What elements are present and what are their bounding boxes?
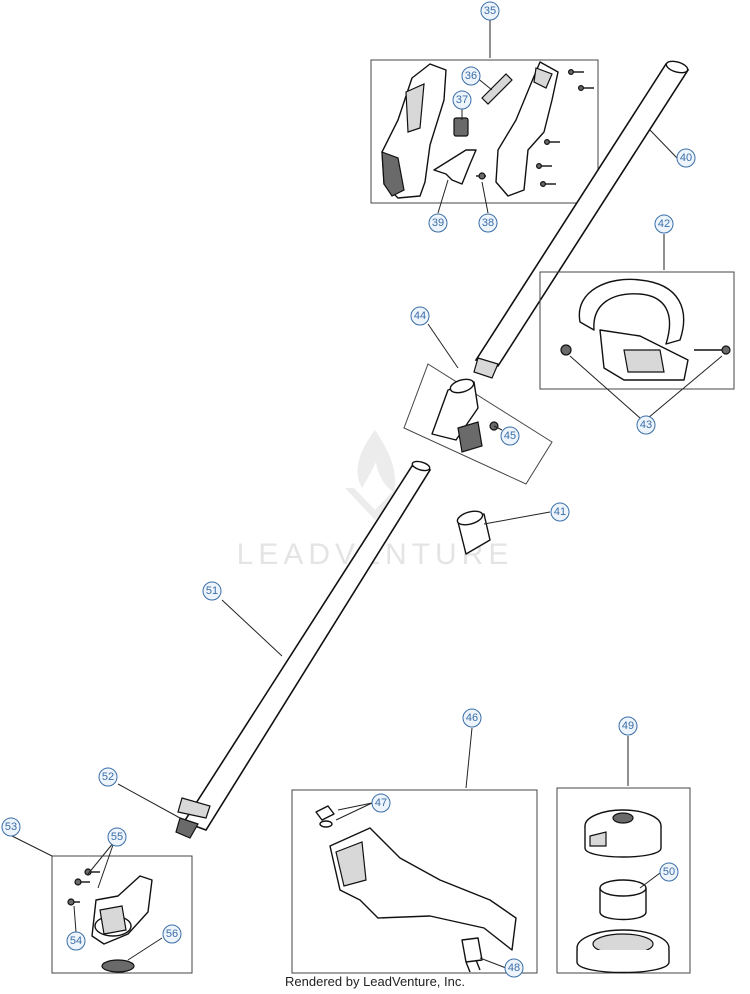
lower-shaft [175, 460, 432, 839]
coupler-box [403, 363, 553, 485]
callout-51-label: 51 [206, 585, 218, 597]
callout-56-label: 56 [166, 928, 178, 940]
callout-47-label: 47 [375, 797, 387, 809]
callout-46-label: 46 [466, 712, 478, 724]
callout-55[interactable]: 55 [107, 827, 127, 847]
callout-36-label: 36 [465, 70, 477, 82]
callout-55-label: 55 [111, 831, 123, 843]
callout-54-label: 54 [70, 935, 82, 947]
callout-51[interactable]: 51 [202, 581, 222, 601]
callout-42[interactable]: 42 [654, 214, 674, 234]
coupler-parts [431, 378, 499, 453]
callout-45[interactable]: 45 [500, 426, 520, 446]
callout-37[interactable]: 37 [452, 90, 472, 110]
callout-36[interactable]: 36 [461, 66, 481, 86]
loop-handle-box [539, 271, 735, 390]
callout-43-label: 43 [640, 419, 652, 431]
callout-38[interactable]: 38 [478, 213, 498, 233]
callout-50-label: 50 [663, 866, 675, 878]
callout-48-label: 48 [508, 962, 520, 974]
upper-shaft [473, 60, 690, 379]
clamp-collar [456, 510, 491, 555]
callout-47[interactable]: 47 [371, 793, 391, 813]
handle-assembly-box [370, 59, 599, 204]
callout-35[interactable]: 35 [480, 1, 500, 21]
gearhead-box [51, 855, 193, 974]
callout-38-label: 38 [482, 217, 494, 229]
leader-lines [11, 20, 723, 969]
callout-49-label: 49 [622, 720, 634, 732]
footer-credit: Rendered by LeadVenture, Inc. [285, 974, 465, 989]
callout-52[interactable]: 52 [98, 767, 118, 787]
watermark-logo [345, 430, 405, 520]
callout-41-label: 41 [554, 506, 566, 518]
callout-52-label: 52 [102, 771, 114, 783]
callout-53-label: 53 [5, 821, 17, 833]
callout-40[interactable]: 40 [676, 148, 696, 168]
callout-45-label: 45 [504, 430, 516, 442]
callout-49[interactable]: 49 [618, 716, 638, 736]
callout-39[interactable]: 39 [428, 213, 448, 233]
callout-37-label: 37 [456, 94, 468, 106]
callout-41[interactable]: 41 [550, 502, 570, 522]
callout-43[interactable]: 43 [636, 415, 656, 435]
callout-44[interactable]: 44 [410, 306, 430, 326]
callout-44-label: 44 [414, 310, 426, 322]
guard-box [291, 789, 538, 974]
trimmer-head-parts [576, 809, 670, 974]
callout-53[interactable]: 53 [1, 817, 21, 837]
callout-39-label: 39 [432, 217, 444, 229]
callout-40-label: 40 [680, 152, 692, 164]
guard-parts [315, 805, 517, 973]
callout-54[interactable]: 54 [66, 931, 86, 951]
callout-50[interactable]: 50 [659, 862, 679, 882]
gearhead-parts [67, 868, 153, 973]
callout-42-label: 42 [658, 218, 670, 230]
callout-48[interactable]: 48 [504, 958, 524, 978]
callout-56[interactable]: 56 [162, 924, 182, 944]
loop-handle-parts [560, 278, 731, 381]
handle-assembly-parts [381, 61, 594, 199]
callout-35-label: 35 [484, 5, 496, 17]
callout-46[interactable]: 46 [462, 708, 482, 728]
